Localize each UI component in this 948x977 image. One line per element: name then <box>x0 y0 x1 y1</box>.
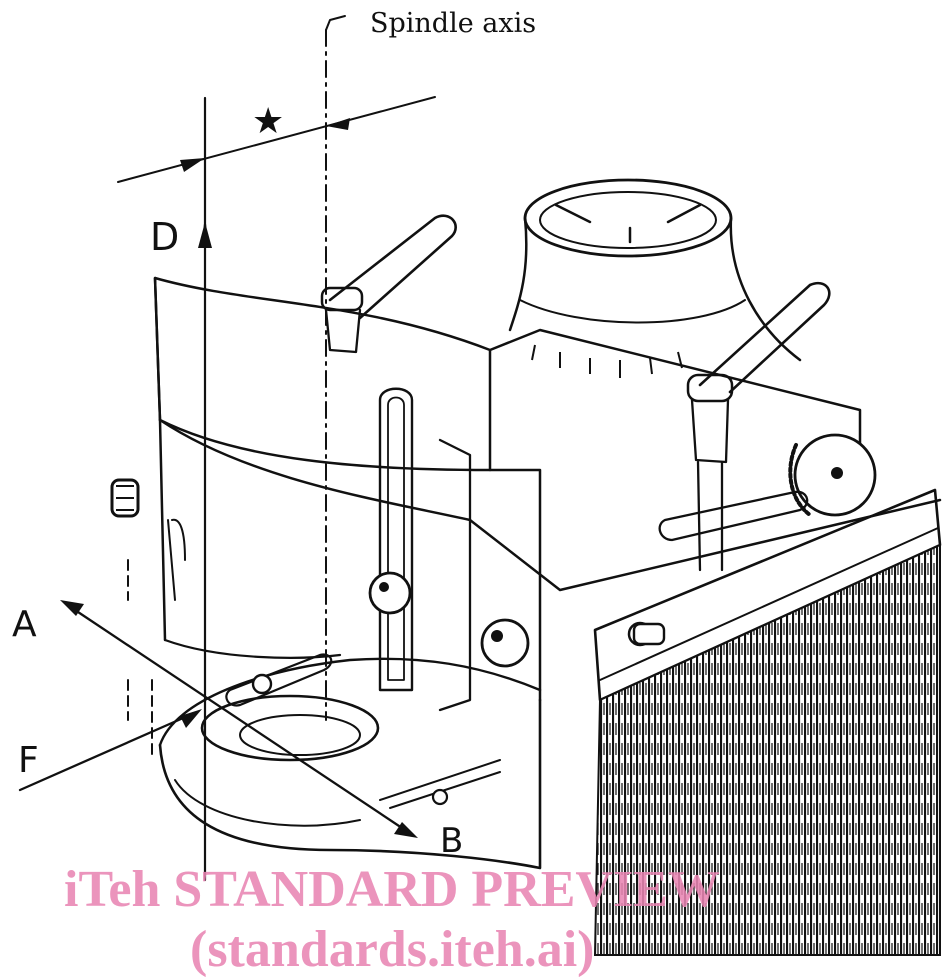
dust-nozzle <box>508 178 802 378</box>
label-f: F <box>18 740 39 781</box>
fence-slot <box>658 490 809 542</box>
dimension-line <box>117 96 436 183</box>
dimension-star: ★ <box>252 101 284 142</box>
fence-knurled-wheel <box>788 433 877 517</box>
slotted-plate <box>378 387 472 712</box>
watermark-line-1: iTeh STANDARD PREVIEW <box>64 861 720 918</box>
brush-strip <box>593 543 941 956</box>
adjustment-knob-left <box>110 478 140 518</box>
arrow-a-head <box>60 600 84 616</box>
left-guide-lines <box>127 559 153 761</box>
adjustment-knob-center <box>368 571 412 615</box>
watermark-line-2: (standards.iteh.ai) <box>190 921 594 977</box>
arrow-f <box>18 709 202 792</box>
adjustment-knob-right <box>480 618 530 668</box>
clamp-lever-left <box>320 214 457 354</box>
label-d: D <box>150 215 179 259</box>
fence-rail <box>593 488 942 702</box>
spindle-axis-line <box>325 15 346 721</box>
label-a: A <box>12 604 37 645</box>
arrow-a-b <box>60 600 418 838</box>
clamp-lever-right <box>686 282 831 572</box>
base-plate <box>158 653 542 870</box>
arrow-b-head <box>394 822 418 838</box>
label-b: B <box>440 821 463 861</box>
spindle-axis-label: Spindle axis <box>370 8 536 39</box>
arrow-d-head <box>198 222 212 248</box>
arrow-f-head <box>180 709 202 728</box>
reference-line-d <box>198 96 212 882</box>
